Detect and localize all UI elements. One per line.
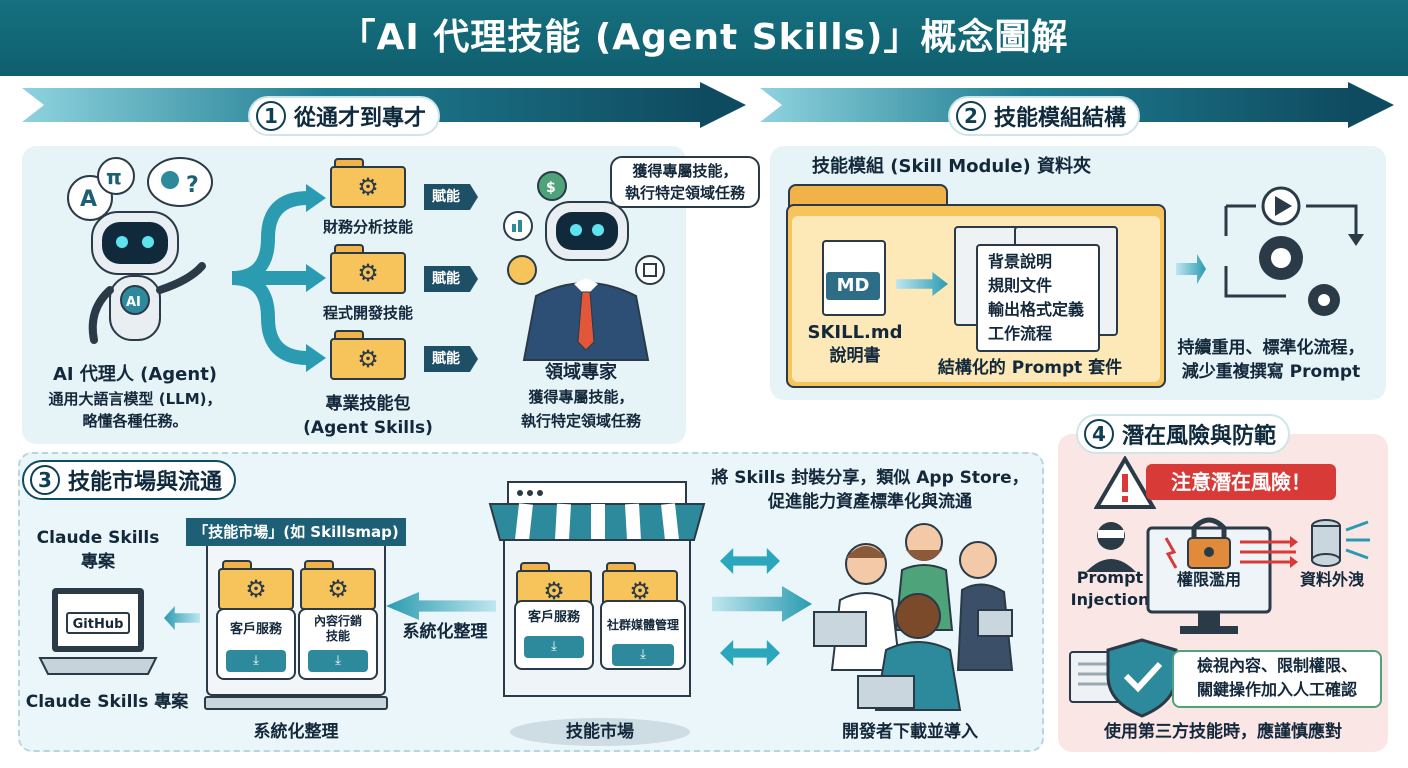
section3-number: 3 [30, 465, 60, 495]
measures-box [1172, 650, 1382, 708]
warning-triangle-icon [1094, 456, 1156, 509]
section4-number: 4 [1084, 419, 1114, 449]
store-card-service-label: 客戶服務 [527, 610, 580, 625]
finance-skill-label: 財務分析技能 [322, 218, 413, 236]
skill-pack-label-line2: (Agent Skills) [303, 418, 433, 438]
svg-text:$: $ [546, 180, 556, 196]
agent-caption-line3: 略懂各種任務。 [82, 412, 188, 430]
marketplace-stand-base [204, 696, 388, 710]
left-card-service-folder-icon: ⚙ [218, 560, 294, 610]
left-card-marketing-download-button[interactable]: ⤓ [308, 650, 368, 672]
coding-skill-folder-icon: ⚙ [330, 244, 406, 294]
data-leak-arrows-icon [1240, 536, 1298, 568]
section2-number: 2 [956, 101, 986, 131]
claude-project-top-line2: 專案 [81, 552, 115, 572]
skill-pack-label-line1: 專業技能包 [325, 394, 411, 414]
measures-line2: 關鍵操作加入人工確認 [1196, 680, 1357, 699]
generalist-robot-icon: A π ? AI [67, 157, 213, 344]
store-card-service-download-button[interactable]: ⤓ [524, 636, 584, 658]
md-label: MD [826, 272, 880, 300]
agent-caption-line1: AI 代理人 (Agent) [52, 364, 218, 385]
coding-skill-label: 程式開發技能 [322, 304, 413, 322]
agent-caption-line2: 通用大語言模型 (LLM)， [48, 390, 222, 408]
doc-line-workflow: 工作流程 [988, 324, 1053, 343]
monitor-lock-icon [1146, 517, 1272, 634]
doc-line-rules: 規則文件 [988, 276, 1053, 295]
github-label: GitHub [66, 612, 130, 634]
sys-organize-caption: 系統化整理 [253, 722, 339, 742]
skill-pack-folder-icon: ⚙ [330, 330, 406, 380]
skill-store-caption: 技能市場 [566, 722, 634, 742]
expert-caption-line3: 執行特定領域任務 [520, 412, 641, 430]
expert-caption-line1: 領域專家 [545, 362, 617, 383]
marketplace-banner: 「技能市場」(如 Skillsmap) [186, 518, 406, 546]
claude-project-bottom: Claude Skills 專案 [25, 692, 189, 712]
caution-caption: 使用第三方技能時，應謹慎應對 [1104, 722, 1342, 742]
reuse-benefit-line1: 持續重用、標準化流程， [1177, 338, 1365, 358]
claude-project-top-line1: Claude Skills [36, 528, 160, 548]
store-card-service[interactable] [514, 600, 594, 670]
expert-caption-line2: 獲得專屬技能， [528, 388, 634, 406]
empower-chip-2: 賦能 [424, 266, 478, 292]
expert-speech-bubble [610, 156, 760, 208]
section1-heading: 從通才到專才 [294, 106, 427, 131]
branch-arrows-icon [231, 184, 326, 372]
section1-number: 1 [256, 101, 286, 131]
share-note-line2: 促進能力資產標準化與流通 [768, 492, 972, 512]
section4-heading: 潛在風險與防範 [1122, 424, 1277, 449]
skill-module-folder-title: 技能模組 (Skill Module) 資料夾 [812, 156, 1092, 177]
doc-line-output-format: 輸出格式定義 [988, 300, 1085, 319]
measures-line1: 檢視內容、限制權限、 [1196, 656, 1357, 675]
left-card-marketing-label: 內容行銷 技能 [313, 614, 362, 643]
left-card-marketing-folder-icon: ⚙ [300, 560, 376, 610]
sys-organize-label: 系統化整理 [402, 622, 488, 642]
hacker-icon [1086, 522, 1136, 572]
section2-heading: 技能模組結構 [994, 106, 1127, 131]
expert-bubble-line2: 執行特定領域任務 [624, 184, 745, 202]
prompt-injection-line1: Prompt [1076, 568, 1144, 587]
database-icon [1311, 519, 1370, 567]
section4-badge: 4 潛在風險與防範 [1076, 414, 1291, 454]
svg-text:?: ? [186, 173, 199, 198]
empower-chip-3: 賦能 [424, 346, 478, 372]
section2-badge: 2 技能模組結構 [948, 96, 1141, 136]
title-bar [0, 0, 1408, 76]
svg-text:A: A [80, 187, 97, 212]
developers-group-icon [813, 523, 1014, 711]
reuse-cycle-icon [1224, 186, 1364, 316]
doc-line-background: 背景說明 [988, 252, 1053, 271]
skill-md-caption-line2: 說明書 [829, 346, 881, 366]
prompt-injection-line2: Injection [1070, 590, 1150, 609]
svg-text:AI: AI [126, 295, 141, 310]
left-card-service-label: 客戶服務 [229, 622, 282, 637]
expert-bubble-line1: 獲得專屬技能， [632, 162, 738, 180]
section3-badge: 3 技能市場與流通 [22, 460, 237, 500]
permission-abuse-label: 權限濫用 [1176, 570, 1241, 589]
finance-skill-folder-icon: ⚙ [330, 158, 406, 208]
empower-chip-1: 賦能 [424, 184, 478, 210]
shield-check-icon [1069, 638, 1178, 718]
data-leak-label: 資料外洩 [1299, 570, 1364, 589]
skill-md-caption-line1: SKILL.md [807, 322, 903, 343]
store-card-social-label: 社群媒體管理 [606, 618, 679, 632]
svg-text:π: π [106, 165, 122, 189]
section3-heading: 技能市場與流通 [68, 470, 223, 495]
warning-banner: 注意潛在風險！ [1146, 464, 1336, 500]
prompt-kit-caption: 結構化的 Prompt 套件 [937, 358, 1123, 378]
expert-robot-icon: $ [503, 171, 665, 361]
left-card-service-download-button[interactable]: ⤓ [226, 650, 286, 672]
doc-sheet-front-icon [976, 244, 1100, 352]
developers-caption: 開發者下載並導入 [842, 722, 978, 742]
page-title: 「AI 代理技能 (Agent Skills)」概念圖解 [339, 17, 1069, 58]
store-base-shadow [510, 718, 690, 746]
section1-badge: 1 從通才到專才 [248, 96, 441, 136]
share-note-line1: 將 Skills 封裝分享，類似 App Store， [711, 468, 1029, 488]
reuse-benefit-line2: 減少重複撰寫 Prompt [1181, 362, 1361, 382]
store-card-social-download-button[interactable]: ⤓ [612, 644, 674, 666]
